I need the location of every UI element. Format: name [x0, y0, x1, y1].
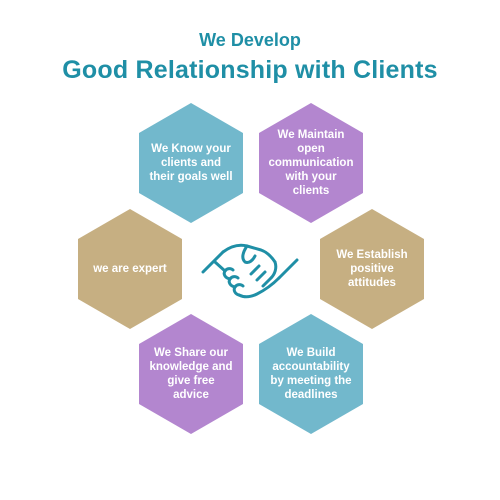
hexagon-label: We Know your clients and their goals wel… [149, 143, 233, 183]
page-subtitle: We Develop [199, 30, 301, 50]
hexagon-label: We Maintain open communication with your… [268, 129, 354, 197]
hexagon-expert: we are expert [78, 209, 182, 329]
hexagon-open-communication: We Maintain open communication with your… [259, 103, 363, 223]
hexagon-label: we are expert [93, 263, 167, 275]
hexagon-positive-attitudes: We Establish positive attitudes [320, 209, 424, 329]
hexagon-share-knowledge: We Share our knowledge and give free adv… [139, 314, 243, 434]
hexagon-label: We Establish positive attitudes [336, 249, 408, 289]
hexagon-label: We Build accountability by meeting the d… [270, 347, 352, 401]
hexagon-accountability: We Build accountability by meeting the d… [259, 314, 363, 434]
page-title: Good Relationship with Clients [62, 56, 438, 84]
hexagon-label: We Share our knowledge and give free adv… [149, 347, 233, 401]
hexagon-know-clients: We Know your clients and their goals wel… [139, 103, 243, 223]
handshake-icon [201, 243, 299, 299]
